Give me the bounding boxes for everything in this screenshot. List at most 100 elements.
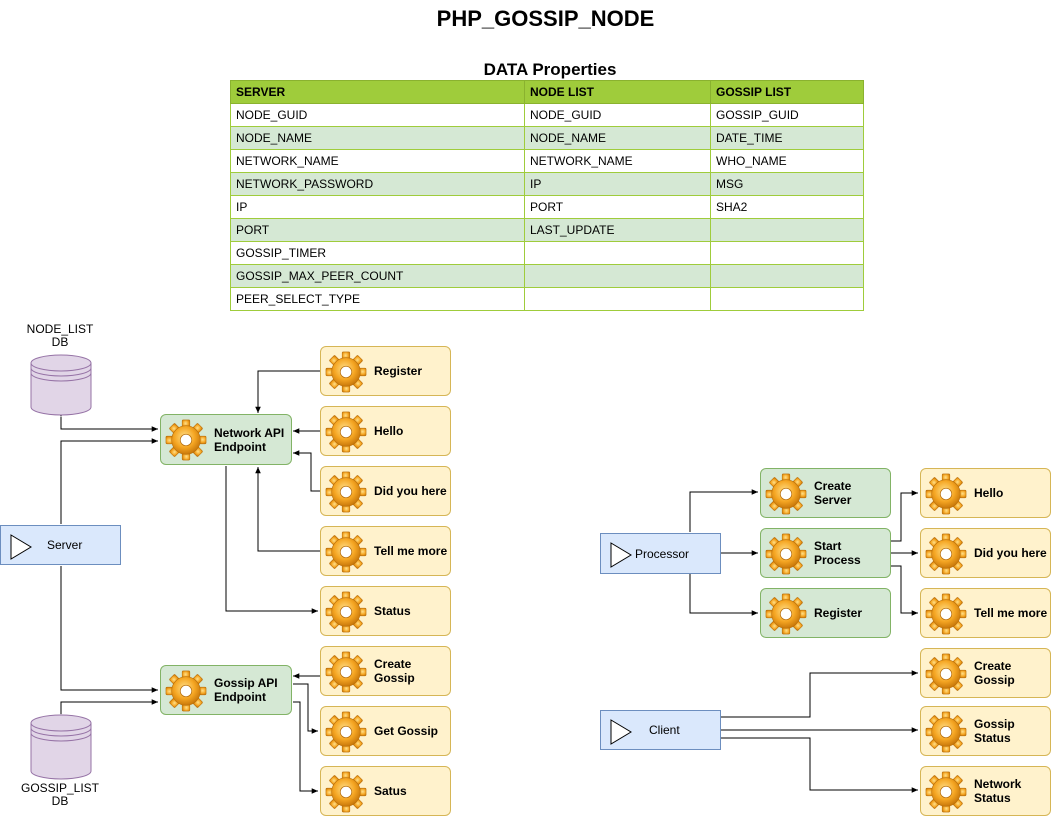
create-server-label: Create Server xyxy=(814,479,852,507)
tell-me-more-right-label: Tell me more xyxy=(974,606,1048,620)
server-label: Server xyxy=(47,538,83,552)
get-gossip-process[interactable]: Get Gossip xyxy=(320,706,451,756)
hello-right-process[interactable]: Hello xyxy=(920,468,1051,518)
play-icon xyxy=(610,542,632,568)
create-gossip-label: Create Gossip xyxy=(374,657,415,685)
edge-network-api-to-status xyxy=(225,466,318,614)
network-api-endpoint[interactable]: Network API Endpoint xyxy=(160,414,292,465)
edge-start-to-hello xyxy=(891,490,918,542)
gear-icon xyxy=(925,533,967,575)
table-row: PEER_SELECT_TYPE xyxy=(230,287,864,311)
gear-icon xyxy=(925,711,967,753)
gossip-api-endpoint[interactable]: Gossip API Endpoint xyxy=(160,665,292,715)
gear-icon xyxy=(165,670,207,712)
did-you-here-process[interactable]: Did you here xyxy=(320,466,451,516)
edge-register-to-network-api xyxy=(255,370,320,413)
network-api-label: Network API Endpoint xyxy=(214,425,285,454)
gear-icon xyxy=(325,531,367,573)
client-actor[interactable]: Client xyxy=(600,710,721,750)
table-cell xyxy=(710,287,864,311)
did-you-here-right-label: Did you here xyxy=(974,546,1047,560)
processor-actor[interactable]: Processor xyxy=(600,533,721,574)
column-header-gossip-list: GOSSIP LIST xyxy=(710,80,864,104)
satus-label: Satus xyxy=(374,784,407,798)
did-you-here-right-process[interactable]: Did you here xyxy=(920,528,1051,578)
edge-gossip-api-to-get-gossip xyxy=(293,683,318,734)
table-cell: SHA2 xyxy=(710,195,864,219)
tell-me-more-process[interactable]: Tell me more xyxy=(320,526,451,576)
edge-gossip-db-gossip-api xyxy=(58,699,158,721)
gear-icon xyxy=(925,771,967,813)
create-gossip-right-label: Create Gossip xyxy=(974,659,1015,687)
gear-icon xyxy=(325,411,367,453)
diagram-title: PHP_GOSSIP_NODE xyxy=(436,6,655,31)
table-row: GOSSIP_TIMER xyxy=(230,241,864,265)
table-cell: NODE_GUID xyxy=(230,103,525,127)
table-cell xyxy=(710,264,864,288)
create-gossip-process[interactable]: Create Gossip xyxy=(320,646,451,696)
status-label: Status xyxy=(374,604,411,618)
gear-icon xyxy=(325,471,367,513)
table-header-row: SERVER NODE LIST GOSSIP LIST xyxy=(230,80,864,104)
table-cell xyxy=(524,287,711,311)
start-process-process[interactable]: Start Process xyxy=(760,528,891,578)
create-server-process[interactable]: Create Server xyxy=(760,468,891,518)
table-cell: MSG xyxy=(710,172,864,196)
gear-icon xyxy=(165,419,207,461)
gear-icon xyxy=(765,593,807,635)
server-actor[interactable]: Server xyxy=(0,525,121,565)
table-cell: GOSSIP_MAX_PEER_COUNT xyxy=(230,264,525,288)
get-gossip-label: Get Gossip xyxy=(374,724,439,738)
play-icon xyxy=(610,719,632,745)
network-status-process[interactable]: Network Status xyxy=(920,766,1051,816)
gossip-status-process[interactable]: Gossip Status xyxy=(920,706,1051,756)
column-header-node-list: NODE LIST xyxy=(524,80,711,104)
edge-did-you-here-to-network-api xyxy=(293,450,320,492)
table-cell: DATE_TIME xyxy=(710,126,864,150)
play-icon xyxy=(10,534,32,560)
tell-me-more-right-process[interactable]: Tell me more xyxy=(920,588,1051,638)
table-cell: PORT xyxy=(230,218,525,242)
gear-icon xyxy=(765,473,807,515)
edge-tell-me-more-to-network-api xyxy=(255,467,320,552)
client-label: Client xyxy=(649,723,680,737)
edge-processor-to-create-server xyxy=(689,489,758,532)
table-row: GOSSIP_MAX_PEER_COUNT xyxy=(230,264,864,288)
gear-icon xyxy=(925,473,967,515)
gear-icon xyxy=(325,651,367,693)
gear-icon xyxy=(765,533,807,575)
register-right-process[interactable]: Register xyxy=(760,588,891,638)
gossip-list-db-icon xyxy=(30,714,92,780)
hello-right-label: Hello xyxy=(974,486,1004,500)
network-status-label: Network Status xyxy=(974,777,1022,805)
gear-icon xyxy=(325,711,367,753)
create-gossip-right-process[interactable]: Create Gossip xyxy=(920,648,1051,698)
gossip-list-db-label: GOSSIP_LIST DB xyxy=(20,781,100,808)
satus-process[interactable]: Satus xyxy=(320,766,451,816)
table-cell: NODE_NAME xyxy=(230,126,525,150)
column-header-server: SERVER xyxy=(230,80,525,104)
gear-icon xyxy=(925,653,967,695)
register-process[interactable]: Register xyxy=(320,346,451,396)
tell-me-more-label: Tell me more xyxy=(374,544,448,558)
table-cell: IP xyxy=(230,195,525,219)
hello-process[interactable]: Hello xyxy=(320,406,451,456)
table-title: DATA Properties xyxy=(483,60,617,79)
gossip-status-label: Gossip Status xyxy=(974,717,1015,745)
status-process[interactable]: Status xyxy=(320,586,451,636)
gear-icon xyxy=(325,591,367,633)
table-cell xyxy=(710,241,864,265)
edge-start-to-tell-me-more xyxy=(891,565,918,616)
table-cell xyxy=(524,264,711,288)
table-cell: NODE_NAME xyxy=(524,126,711,150)
table-cell: GOSSIP_TIMER xyxy=(230,241,525,265)
table-cell xyxy=(524,241,711,265)
table-cell: NETWORK_NAME xyxy=(230,149,525,173)
gear-icon xyxy=(325,351,367,393)
